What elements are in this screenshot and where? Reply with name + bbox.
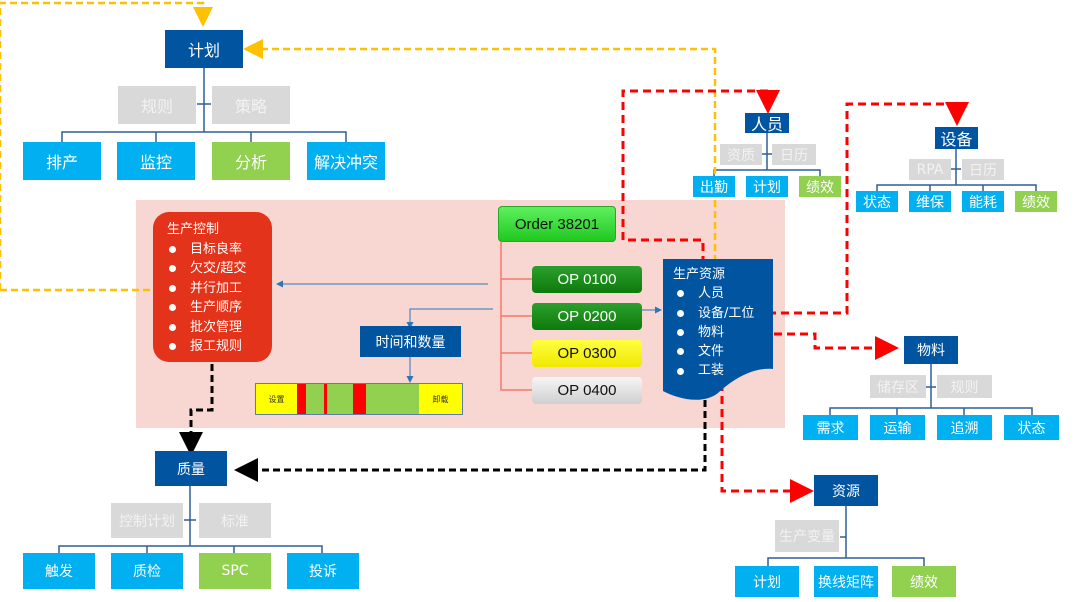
gantt-downtime-segment <box>353 384 366 414</box>
equipment-node[interactable]: 设备 <box>935 127 978 149</box>
control-item: 批次管理 <box>167 318 272 338</box>
production-resources-card[interactable]: 生产资源 人员 设备/工位 物料 文件 工装 <box>664 260 772 381</box>
bullet-icon <box>169 323 176 331</box>
gantt-bar: 设置 卸载 <box>255 383 463 415</box>
operation-0300[interactable]: OP 0300 <box>532 340 642 367</box>
gantt-run-segment <box>306 384 324 414</box>
equipment-child-energy[interactable]: 能耗 <box>962 191 1004 212</box>
gantt-downtime-segment <box>297 384 306 414</box>
resource-node[interactable]: 资源 <box>814 475 878 506</box>
gantt-run-segment <box>366 384 419 414</box>
plan-child-conflict-resolution[interactable]: 解决冲突 <box>307 142 385 180</box>
plan-title: 计划 <box>187 41 220 60</box>
material-child-transport[interactable]: 运输 <box>870 415 925 440</box>
bullet-icon <box>677 367 684 375</box>
personnel-child-attendance[interactable]: 出勤 <box>693 176 735 197</box>
production-resources-shape <box>663 259 773 400</box>
equipment-attribute-calendar: 日历 <box>962 159 1004 180</box>
quality-attribute-control-plan: 控制计划 <box>111 503 183 538</box>
quality-child-spc[interactable]: SPC <box>199 553 271 589</box>
resource-child-changeover-matrix[interactable]: 换线矩阵 <box>814 566 878 597</box>
bullet-icon <box>169 245 176 253</box>
plan-node[interactable]: 计划 <box>165 30 243 68</box>
bullet-icon <box>169 343 176 351</box>
plan-tree-lines <box>61 68 347 142</box>
resource-attribute-variables: 生产变量 <box>775 520 839 552</box>
quality-child-complaint[interactable]: 投诉 <box>287 553 359 589</box>
time-quantity-node[interactable]: 时间和数量 <box>360 326 461 357</box>
operation-0400[interactable]: OP 0400 <box>532 377 642 404</box>
bullet-icon <box>169 265 176 273</box>
control-item: 目标良率 <box>167 240 272 260</box>
resource-item: 工装 <box>673 361 772 380</box>
plan-child-analysis[interactable]: 分析 <box>212 142 290 180</box>
personnel-node[interactable]: 人员 <box>745 113 789 134</box>
quality-attribute-standard: 标准 <box>199 503 271 538</box>
gantt-run-segment <box>327 384 353 414</box>
material-child-status[interactable]: 状态 <box>1004 415 1059 440</box>
control-item: 报工规则 <box>167 337 272 357</box>
resource-item: 人员 <box>673 284 772 303</box>
control-item: 并行加工 <box>167 279 272 299</box>
resource-child-performance[interactable]: 绩效 <box>892 566 956 597</box>
operation-0200[interactable]: OP 0200 <box>532 303 642 330</box>
personnel-child-plan[interactable]: 计划 <box>746 176 788 197</box>
personnel-child-performance[interactable]: 绩效 <box>799 176 841 197</box>
personnel-attribute-calendar: 日历 <box>772 144 816 165</box>
quality-child-trigger[interactable]: 触发 <box>23 553 95 589</box>
bullet-icon <box>677 329 684 337</box>
plan-attribute-rules: 规则 <box>118 86 196 124</box>
plan-attribute-strategy: 策略 <box>212 86 290 124</box>
order-node[interactable]: Order 38201 <box>498 206 616 242</box>
plan-child-monitoring[interactable]: 监控 <box>117 142 195 180</box>
material-node[interactable]: 物料 <box>904 336 958 364</box>
bullet-icon <box>677 309 684 317</box>
personnel-attribute-qualification: 资质 <box>720 144 762 165</box>
material-child-traceability[interactable]: 追溯 <box>937 415 992 440</box>
bullet-icon <box>677 348 684 356</box>
quality-child-inspection[interactable]: 质检 <box>111 553 183 589</box>
plan-child-scheduling[interactable]: 排产 <box>23 142 101 180</box>
equipment-child-status[interactable]: 状态 <box>856 191 898 212</box>
equipment-child-maintenance[interactable]: 维保 <box>909 191 951 212</box>
equipment-attribute-rpa: RPA <box>909 159 951 180</box>
gantt-unload-segment: 卸载 <box>419 384 462 414</box>
resource-item: 设备/工位 <box>673 304 772 323</box>
production-resources-title: 生产资源 <box>673 267 726 282</box>
equipment-child-performance[interactable]: 绩效 <box>1015 191 1057 212</box>
bullet-icon <box>169 304 176 312</box>
resource-item: 文件 <box>673 342 772 361</box>
material-attribute-storage: 储存区 <box>870 375 926 398</box>
material-child-demand[interactable]: 需求 <box>803 415 858 440</box>
material-attribute-rules: 规则 <box>937 375 992 398</box>
production-control-card[interactable]: 生产控制 目标良率 欠交/超交 并行加工 生产顺序 批次管理 报工规则 <box>153 212 272 362</box>
resource-item: 物料 <box>673 323 772 342</box>
control-item: 欠交/超交 <box>167 259 272 279</box>
control-item: 生产顺序 <box>167 298 272 318</box>
bullet-icon <box>169 284 176 292</box>
resource-child-plan[interactable]: 计划 <box>735 566 799 597</box>
bullet-icon <box>677 290 684 298</box>
gantt-setup-segment: 设置 <box>256 384 297 414</box>
gantt-downtime-segment <box>324 384 327 414</box>
operation-0100[interactable]: OP 0100 <box>532 266 642 293</box>
quality-node[interactable]: 质量 <box>155 451 227 486</box>
production-control-title: 生产控制 <box>167 222 220 237</box>
